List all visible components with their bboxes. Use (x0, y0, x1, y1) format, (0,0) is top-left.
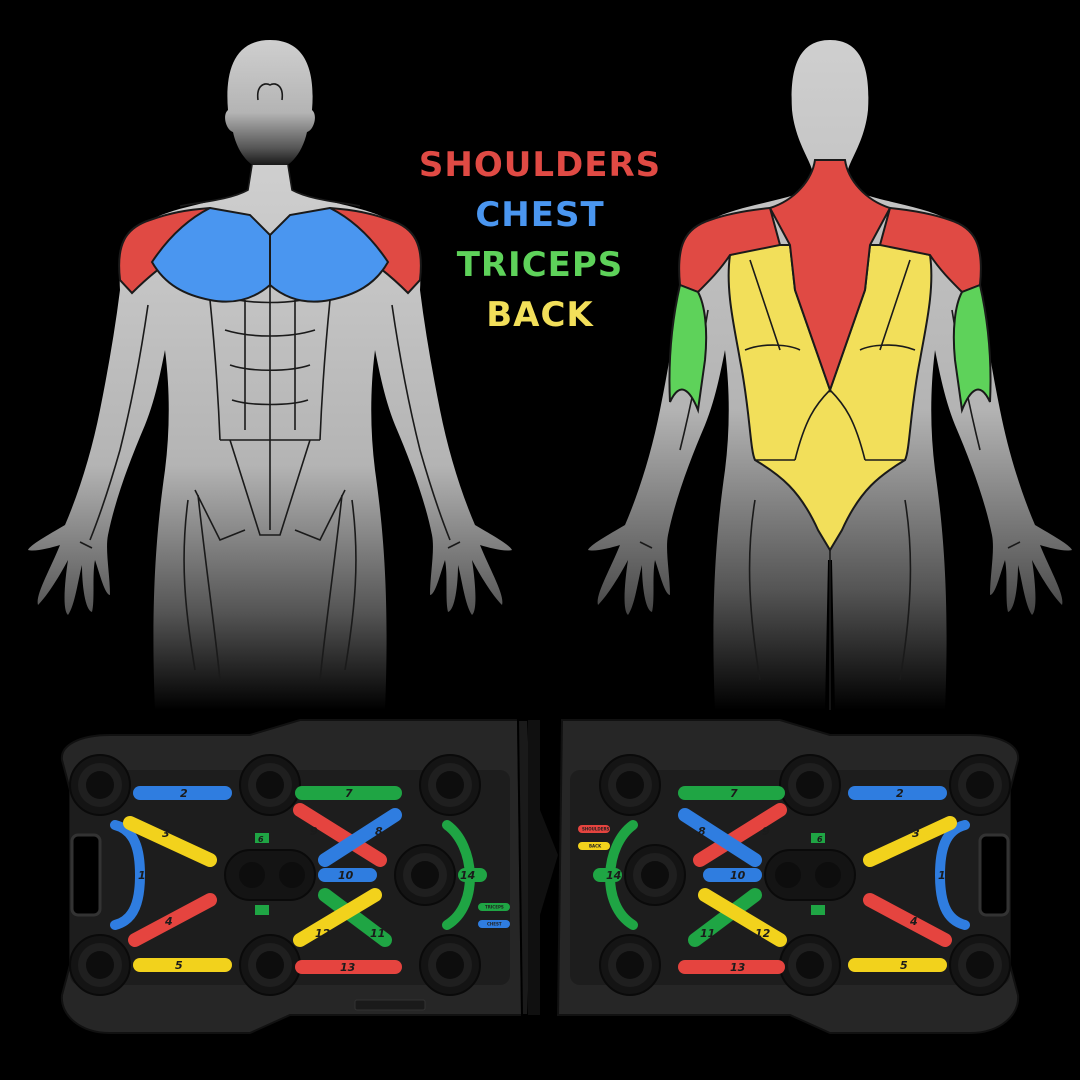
slot-6: 6 (258, 835, 264, 844)
slot-5: 5 (175, 959, 183, 972)
right-slot-12: 12 (755, 927, 771, 940)
back-traps-highlight (768, 159, 892, 394)
right-slot-6: 6 (817, 835, 823, 844)
legend-back: BACK (486, 295, 594, 335)
slot-11: 11 (370, 927, 385, 940)
right-slot-10: 10 (730, 869, 746, 882)
right-slot-4: 4 (909, 915, 918, 928)
hinge (516, 719, 558, 1016)
slot-1: 1 (138, 869, 146, 882)
back-lats-highlight (727, 244, 933, 552)
slot-14: 14 (460, 869, 475, 882)
right-slot-3: 3 (912, 827, 920, 840)
right-slot-8: 8 (698, 825, 706, 838)
tag-back: BACK (589, 844, 602, 849)
slot-12: 12 (315, 927, 331, 940)
back-body-figure (588, 40, 1072, 710)
tag-triceps: TRICEPS (485, 905, 504, 910)
legend-triceps: TRICEPS (456, 245, 624, 285)
legend-shoulders: SHOULDERS (418, 145, 662, 185)
front-body-figure (28, 40, 512, 710)
tag-shoulders: SHOULDERS (582, 827, 610, 832)
right-slot-2: 2 (896, 787, 904, 800)
right-slot-1: 1 (938, 869, 946, 882)
front-chest-highlight (150, 206, 390, 303)
right-board-panel (556, 719, 1020, 1034)
right-slot-7: 7 (730, 787, 738, 800)
slot-2: 2 (180, 787, 188, 800)
slot-4: 4 (164, 915, 173, 928)
pushup-board: 1 2 3 4 5 6 7 8 9 10 11 12 13 14 TRICEPS… (40, 715, 1040, 1035)
slot-9: 9 (310, 825, 318, 838)
brand-emboss (354, 999, 426, 1011)
legend-chest: CHEST (475, 195, 605, 235)
slot-13: 13 (340, 961, 356, 974)
right-slot-14: 14 (606, 869, 621, 882)
back-triceps-highlight (668, 283, 992, 414)
right-slot-13: 13 (730, 961, 746, 974)
tag-chest: CHEST (487, 922, 502, 927)
right-slot-5: 5 (900, 959, 908, 972)
back-shoulders-highlight (678, 206, 982, 294)
slot-10: 10 (338, 869, 354, 882)
right-slot-11: 11 (700, 927, 715, 940)
left-board-panel: 1 2 3 4 5 6 7 8 9 10 11 12 13 14 TRICEPS… (60, 719, 524, 1034)
slot-8: 8 (375, 825, 383, 838)
muscle-legend: SHOULDERS CHEST TRICEPS BACK (380, 140, 700, 340)
slot-3: 3 (162, 827, 170, 840)
right-slot-9: 9 (762, 825, 770, 838)
slot-7: 7 (345, 787, 353, 800)
